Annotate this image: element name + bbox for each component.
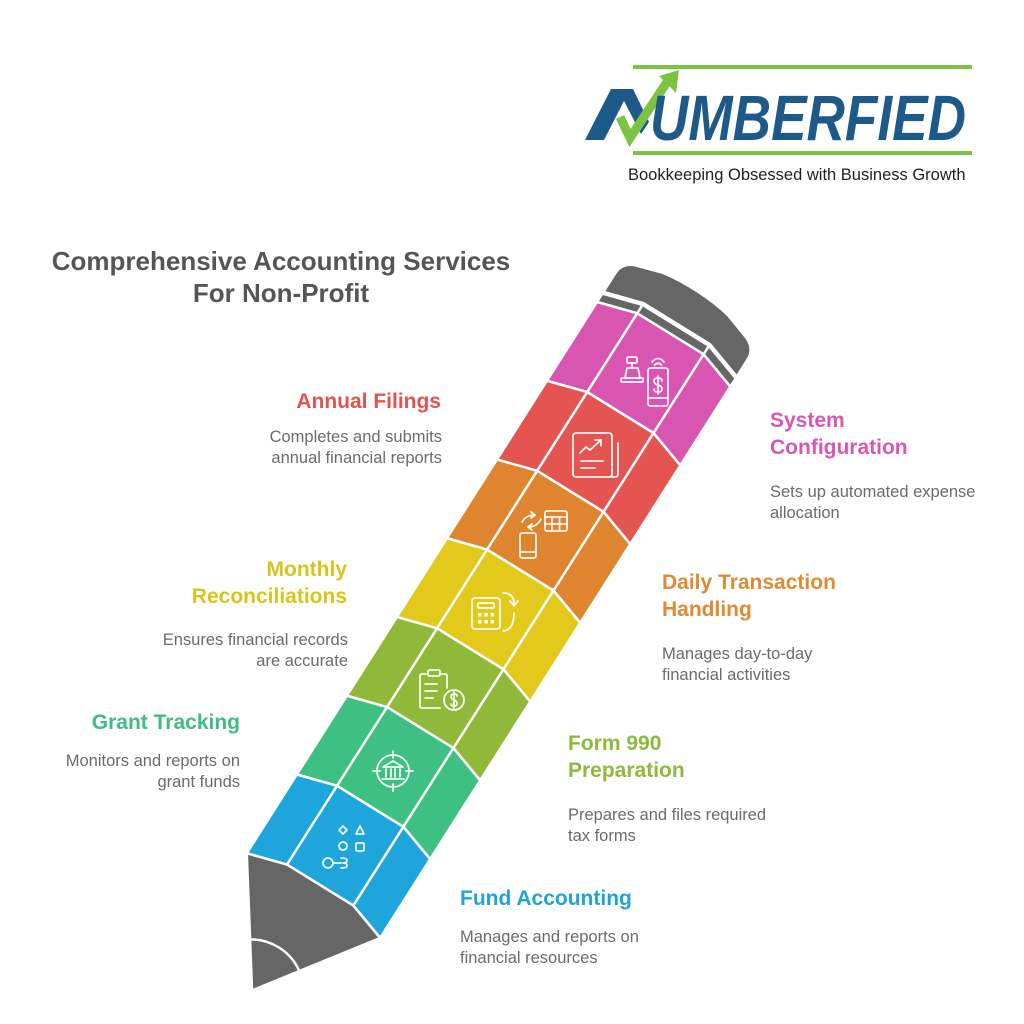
description-line: Manages and reports on xyxy=(460,928,639,946)
heading-line: Handling xyxy=(662,597,752,621)
pencil-eraser xyxy=(602,263,752,378)
heading-line: Configuration xyxy=(770,435,908,459)
financial-report-icon xyxy=(572,432,619,478)
brand-logo: UMBERFIED xyxy=(585,65,972,155)
service-description-form-990-preparation: Prepares and files required tax forms xyxy=(568,805,766,846)
pencil-tip xyxy=(245,851,382,992)
description-line: Completes and submits xyxy=(269,428,442,446)
heading-line: Preparation xyxy=(568,758,685,782)
heading-line: Monthly xyxy=(266,558,347,581)
cash-register-phone-icon xyxy=(620,356,669,407)
transfer-calculator-phone-icon xyxy=(519,510,568,559)
service-heading-monthly-reconciliations: Monthly Reconciliations xyxy=(192,557,347,610)
heading-line: Grant Tracking xyxy=(91,711,240,734)
service-description-grant-tracking: Monitors and reports on grant funds xyxy=(66,751,240,792)
heading-line: System xyxy=(770,409,845,432)
description-line: Ensures financial records xyxy=(162,631,348,649)
description-line: allocation xyxy=(770,503,840,522)
description-line: tax forms xyxy=(568,826,636,845)
pencil-diagram xyxy=(245,263,752,992)
heading-line: Fund Accounting xyxy=(460,887,632,910)
calculator-refresh-icon xyxy=(471,592,519,632)
service-heading-daily-transaction-handling: Daily Transaction Handling xyxy=(662,570,836,623)
logo-bottom-rule xyxy=(633,151,972,155)
heading-line: Daily Transaction xyxy=(662,571,836,594)
service-description-daily-transaction-handling: Manages day-to-day financial activities xyxy=(662,644,812,685)
service-heading-system-configuration: System Configuration xyxy=(770,408,908,461)
description-line: financial resources xyxy=(460,948,598,967)
logo-wordmark: UMBERFIED xyxy=(650,82,966,154)
description-line: grant funds xyxy=(157,772,240,791)
description-line: Manages day-to-day xyxy=(662,645,813,663)
clipboard-dollar-icon xyxy=(419,669,465,711)
service-description-system-configuration: Sets up automated expense allocation xyxy=(770,482,975,523)
pencil-graphite-line xyxy=(250,938,301,971)
page-title: Comprehensive Accounting Services For No… xyxy=(30,245,532,309)
shapes-flow-icon xyxy=(322,825,365,869)
service-heading-grant-tracking: Grant Tracking xyxy=(92,710,240,737)
service-description-monthly-reconciliations: Ensures financial records are accurate xyxy=(163,630,348,671)
logo-tagline: Bookkeeping Obsessed with Business Growt… xyxy=(628,166,966,184)
service-description-annual-filings: Completes and submits annual financial r… xyxy=(270,427,442,468)
title-line-2: For Non-Profit xyxy=(192,278,370,308)
service-heading-form-990-preparation: Form 990 Preparation xyxy=(568,731,685,784)
bank-target-icon xyxy=(372,750,414,792)
title-line-1: Comprehensive Accounting Services xyxy=(51,246,511,276)
description-line: annual financial reports xyxy=(271,448,442,467)
description-line: are accurate xyxy=(256,651,348,670)
description-line: Prepares and files required xyxy=(568,806,767,824)
pencil-left-face-divider xyxy=(285,304,644,866)
description-line: Sets up automated expense xyxy=(770,483,976,501)
logo-n-mark-icon xyxy=(585,89,649,140)
service-description-fund-accounting: Manages and reports on financial resourc… xyxy=(460,927,639,968)
logo-top-rule xyxy=(633,65,972,69)
service-heading-fund-accounting: Fund Accounting xyxy=(460,886,632,913)
service-heading-annual-filings: Annual Filings xyxy=(296,389,441,416)
logo-growth-arrow-icon xyxy=(615,70,679,148)
heading-line: Form 990 xyxy=(568,732,662,755)
heading-line: Annual Filings xyxy=(296,390,441,413)
description-line: financial activities xyxy=(662,665,791,684)
description-line: Monitors and reports on xyxy=(65,752,240,770)
heading-line: Reconciliations xyxy=(191,584,347,608)
pencil-right-face-divider xyxy=(352,345,710,907)
